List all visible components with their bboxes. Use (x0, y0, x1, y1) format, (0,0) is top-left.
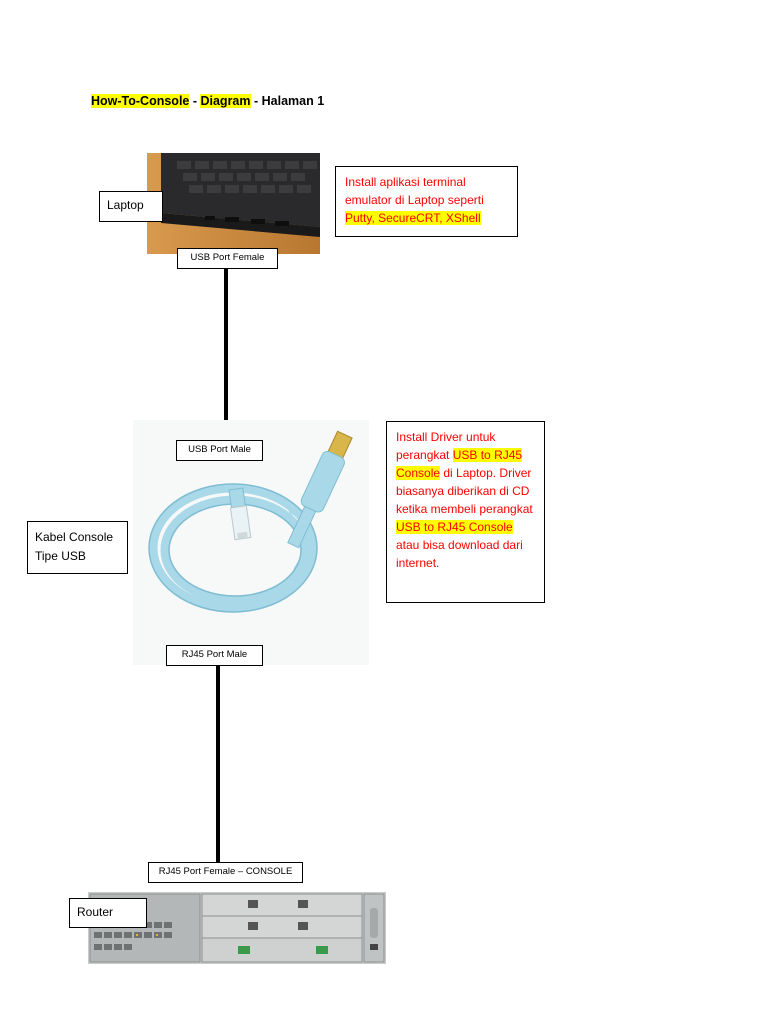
title-page: - Halaman 1 (250, 94, 325, 108)
terminal-note-text: Install aplikasi terminal emulator di La… (345, 175, 484, 207)
title-separator: - (189, 94, 201, 108)
connection-line-lower (216, 666, 220, 862)
console-cable-label: Kabel Console Tipe USB (27, 521, 128, 574)
terminal-note-highlight: Putty, SecureCRT, XShell (345, 211, 481, 225)
rj45-port-female-text: RJ45 Port Female – CONSOLE (158, 866, 293, 877)
rj45-port-male-label: RJ45 Port Male (166, 645, 263, 666)
driver-install-note: Install Driver untuk perangkat USB to RJ… (386, 421, 545, 603)
driver-note-text-3: atau bisa download dari internet. (396, 538, 523, 570)
laptop-label: Laptop (99, 191, 163, 222)
usb-port-female-text: USB Port Female (190, 252, 265, 263)
driver-note-text-1: Install Driver untuk perangkat (396, 430, 496, 462)
usb-port-male-text: USB Port Male (188, 444, 251, 455)
title-part-diagram: Diagram (200, 94, 251, 108)
terminal-emulator-note: Install aplikasi terminal emulator di La… (335, 166, 518, 237)
usb-port-male-label: USB Port Male (176, 440, 263, 461)
console-cable-image (133, 420, 369, 665)
router-label: Router (69, 898, 147, 928)
console-cable-label-text: Kabel Console Tipe USB (35, 530, 114, 563)
connection-line-upper (224, 269, 228, 440)
page-title: How-To-Console - Diagram - Halaman 1 (91, 94, 324, 108)
rj45-port-female-label: RJ45 Port Female – CONSOLE (148, 862, 303, 883)
laptop-label-text: Laptop (107, 198, 144, 212)
driver-note-text-2: di Laptop. Driver biasanya diberikan di … (396, 466, 533, 516)
laptop-image (147, 153, 320, 254)
rj45-port-male-text: RJ45 Port Male (181, 649, 248, 660)
router-label-text: Router (77, 905, 114, 919)
usb-port-female-label: USB Port Female (177, 248, 278, 269)
driver-note-highlight-2: USB to RJ45 Console (396, 520, 513, 534)
title-part-console: How-To-Console (91, 94, 190, 108)
